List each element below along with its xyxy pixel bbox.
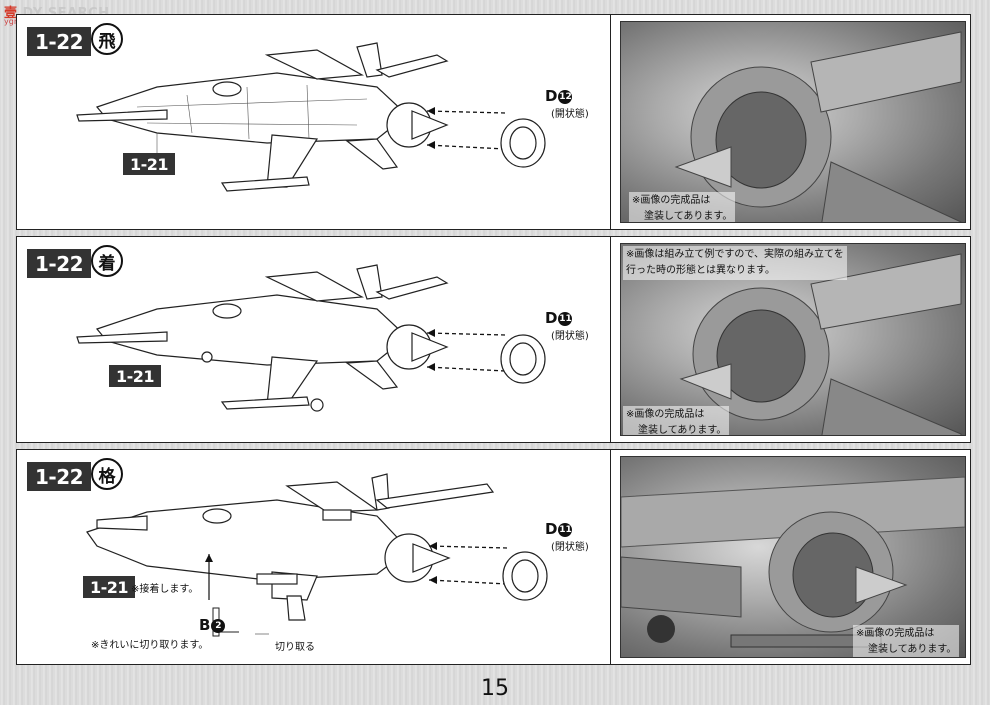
ref-step-label: 1-21 bbox=[123, 153, 176, 175]
part-state: (閉状態) bbox=[551, 542, 589, 553]
step-panel-combat: 1-22 格 bbox=[16, 449, 971, 665]
ref-step-label: 1-21 bbox=[83, 576, 136, 598]
photo-render bbox=[679, 253, 962, 435]
part-state: (開状態) bbox=[551, 109, 589, 120]
step-label: 1-22 bbox=[27, 462, 92, 491]
completed-photo: ※画像の完成品は 塗装してあります。 bbox=[620, 21, 966, 223]
photo-render bbox=[621, 476, 965, 648]
cut-label: 切り取る bbox=[275, 642, 315, 653]
page-number: 15 bbox=[481, 676, 509, 701]
completed-photo: ※画像は組み立て例ですので、実際の組み立てを 行った時の形態とは異なります。 ※… bbox=[620, 243, 966, 436]
diagram-area: 1-22 着 bbox=[17, 237, 611, 442]
photo-note: ※画像の完成品は 塗装してあります。 bbox=[629, 192, 736, 222]
photo-note: ※画像の完成品は 塗装してあります。 bbox=[853, 625, 960, 657]
mode-icon-flight: 飛 bbox=[91, 23, 123, 55]
photo-render bbox=[674, 31, 962, 222]
photo-note: ※画像の完成品は 塗装してあります。 bbox=[623, 406, 730, 435]
ship-diagram bbox=[76, 42, 546, 192]
diagram-area: 1-22 飛 bbox=[17, 15, 611, 229]
mode-icon-combat: 格 bbox=[91, 458, 123, 490]
step-panel-landing: 1-22 着 bbox=[16, 236, 971, 443]
mode-icon-landing: 着 bbox=[91, 245, 123, 277]
part-state: (閉状態) bbox=[551, 331, 589, 342]
step-label: 1-22 bbox=[27, 27, 92, 56]
glue-note: ※接着します。 bbox=[131, 584, 199, 595]
diagram-area: 1-22 格 bbox=[17, 450, 611, 664]
ship-diagram bbox=[76, 264, 546, 412]
ref-step-label: 1-21 bbox=[109, 365, 162, 387]
photo-disclaimer: ※画像は組み立て例ですので、実際の組み立てを 行った時の形態とは異なります。 bbox=[623, 246, 847, 280]
step-label: 1-22 bbox=[27, 249, 92, 278]
ship-diagram bbox=[86, 473, 548, 637]
completed-photo: ※画像の完成品は 塗装してあります。 bbox=[620, 456, 966, 658]
step-panel-flight: 1-22 飛 bbox=[16, 14, 971, 230]
cut-note: ※きれいに切り取ります。 bbox=[91, 640, 209, 651]
